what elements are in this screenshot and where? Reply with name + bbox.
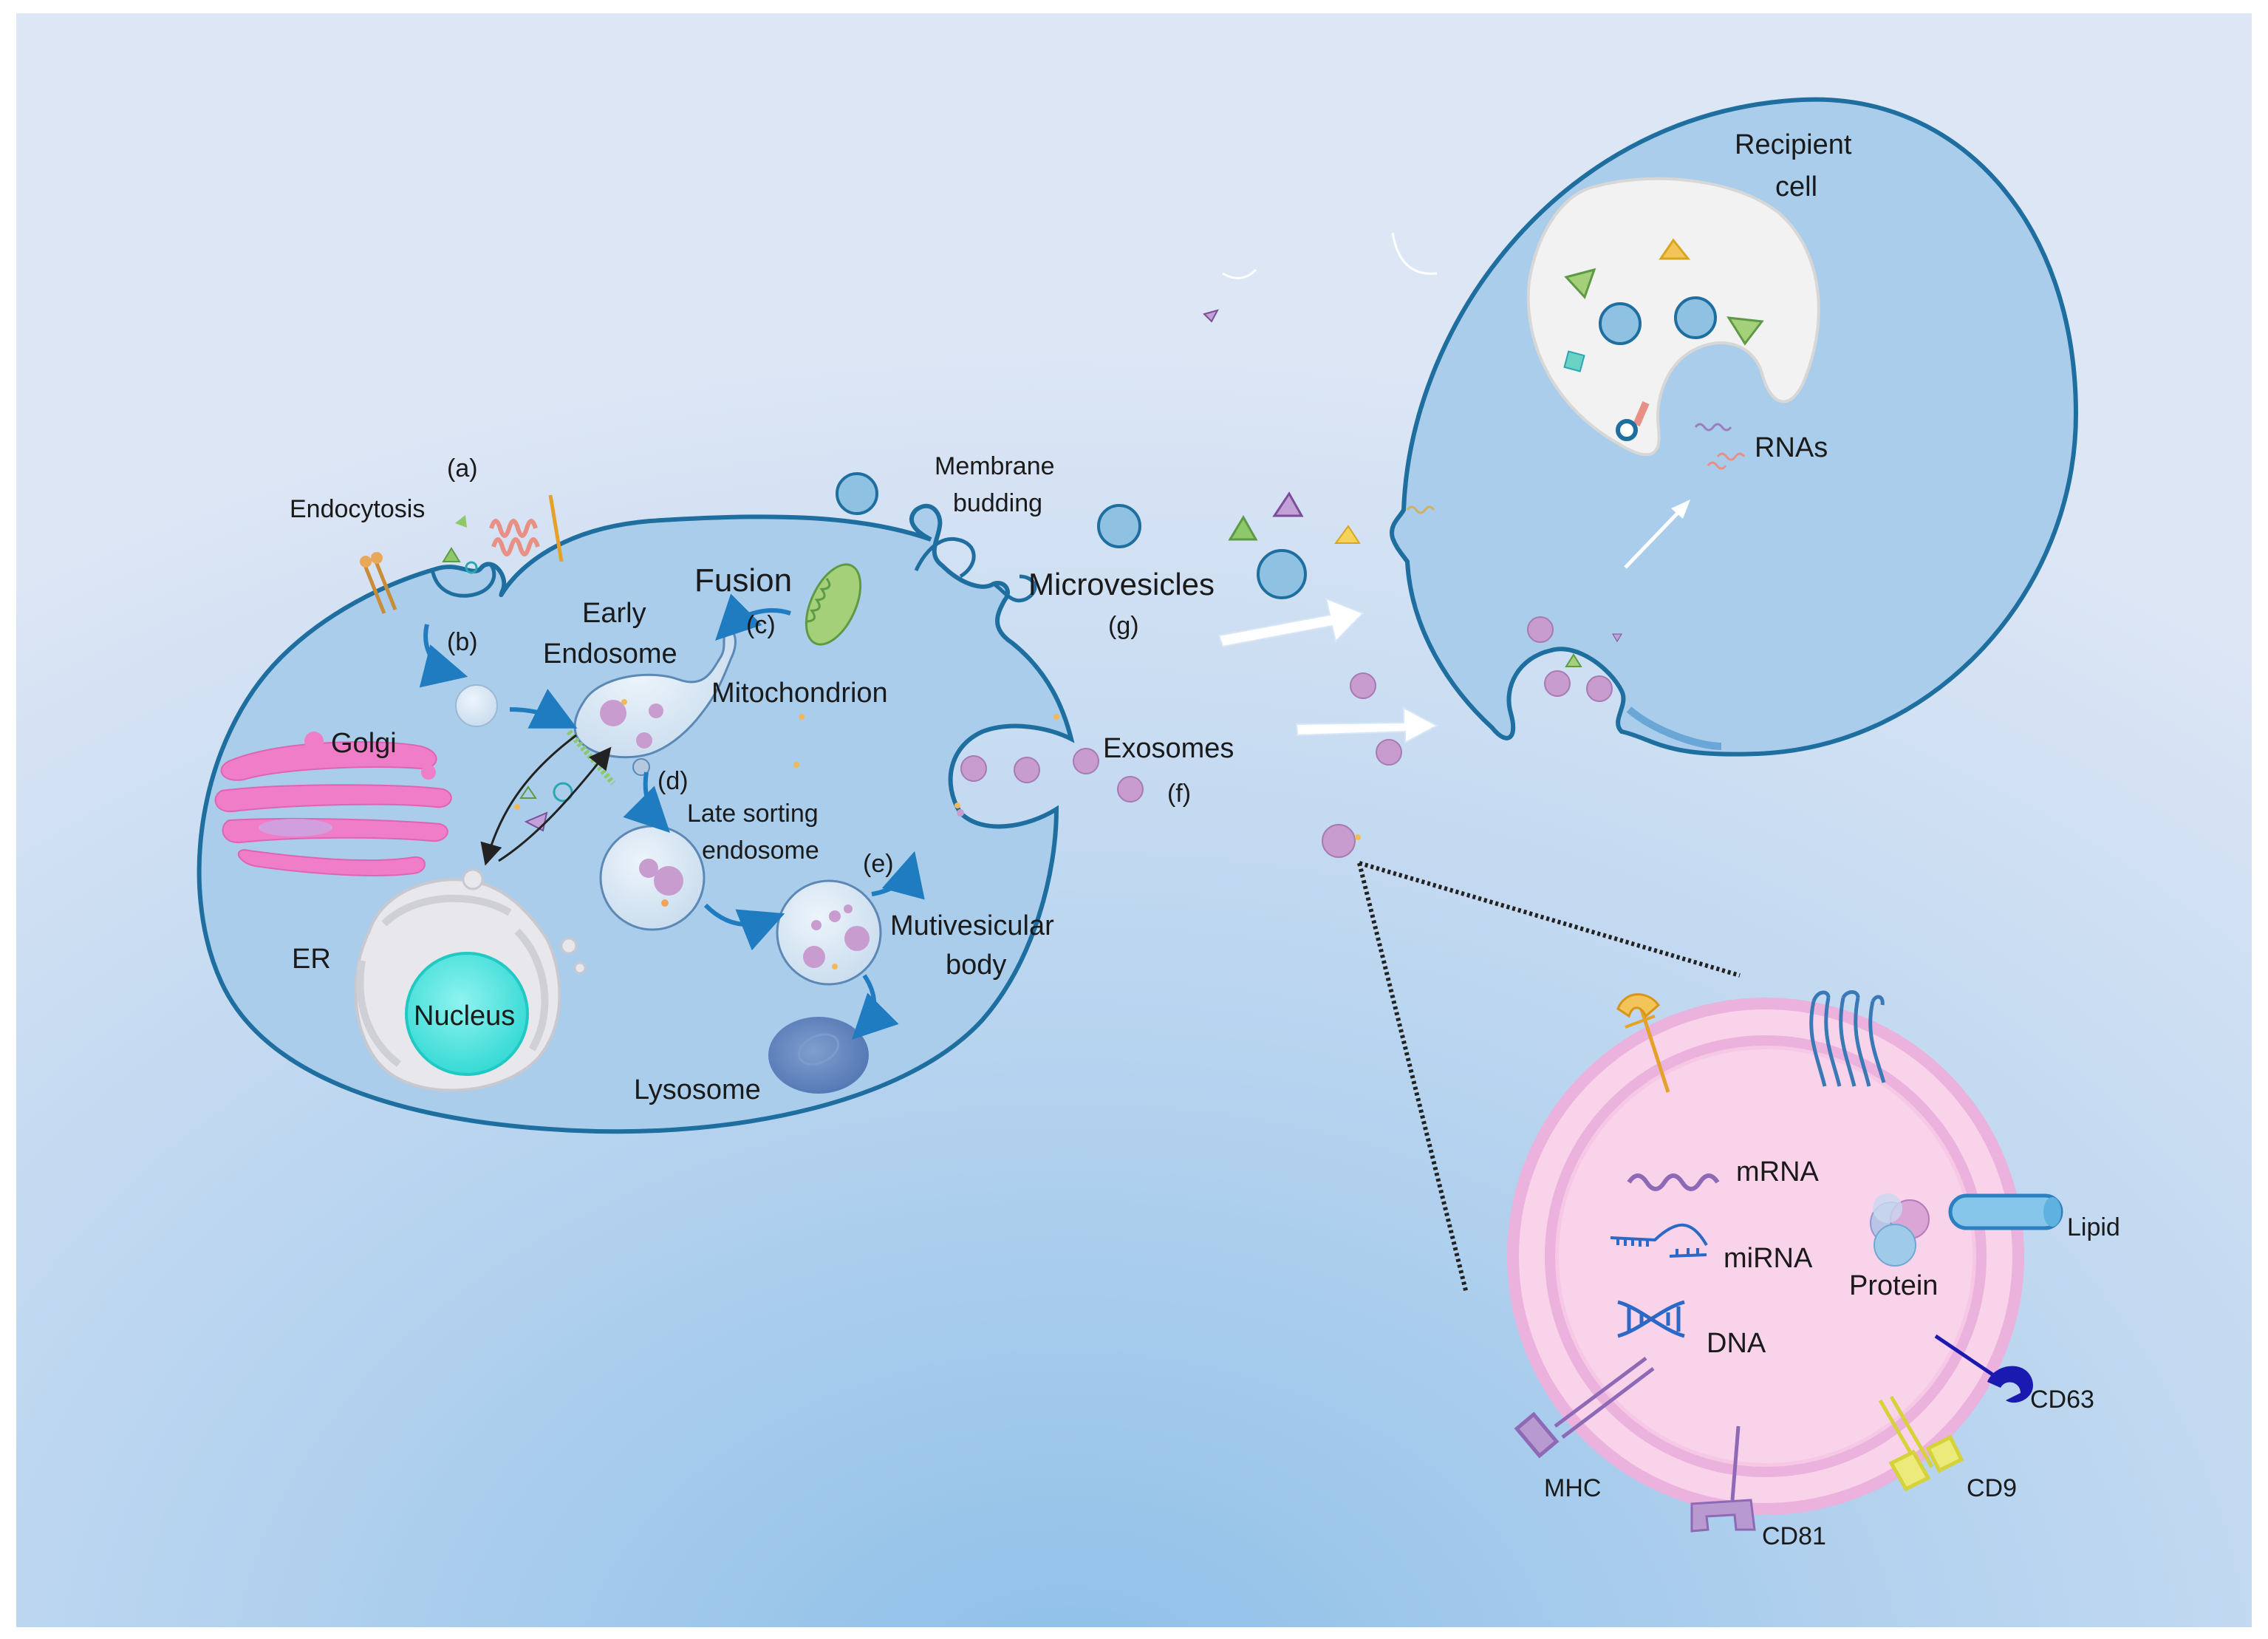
label-step-b: (b) <box>447 628 478 656</box>
endocytosis-pit <box>360 494 564 614</box>
transmembrane-receptor-icon <box>1809 990 1886 1087</box>
early-endosome <box>573 630 737 776</box>
late-sorting-endosome <box>599 825 706 931</box>
exosome-release-pocket <box>954 748 1144 817</box>
label-step-f: (f) <box>1167 780 1191 808</box>
label-lysosome: Lysosome <box>634 1074 761 1105</box>
golgi-apparatus <box>214 732 452 876</box>
label-step-a: (a) <box>447 454 478 483</box>
label-fusion: Fusion <box>694 562 792 599</box>
label-mvb-line2: body <box>946 950 1006 981</box>
label-endocytosis: Endocytosis <box>290 495 425 523</box>
cd9-icon <box>1878 1395 1964 1492</box>
label-lipid: Lipid <box>2067 1213 2120 1241</box>
er-golgi-arrows <box>480 734 612 866</box>
label-mvb-line1: Mutivesicular <box>890 910 1054 941</box>
label-dna: DNA <box>1707 1328 1766 1359</box>
label-early-endosome-line2: Endosome <box>543 638 677 669</box>
label-er: ER <box>292 944 331 975</box>
recipient-cell <box>1390 97 2079 757</box>
transfer-arrows <box>1217 597 1439 744</box>
label-nucleus: Nucleus <box>414 1001 515 1032</box>
label-membrane-budding-line1: Membrane <box>935 452 1055 480</box>
label-cd63: CD63 <box>2030 1386 2094 1414</box>
cargo-particles <box>514 699 1059 970</box>
mhc-icon <box>1514 1356 1655 1459</box>
label-recipient-line1: Recipient <box>1735 129 1852 160</box>
label-membrane-budding-line2: budding <box>953 489 1042 517</box>
label-mitochondrion: Mitochondrion <box>711 678 888 709</box>
label-late-sorting-line2: endosome <box>702 836 819 865</box>
label-rnas: RNAs <box>1755 432 1828 463</box>
label-step-e: (e) <box>863 850 894 878</box>
label-mrna: mRNA <box>1736 1156 1820 1187</box>
nucleus <box>405 952 529 1076</box>
mirna-icon <box>1610 1223 1708 1258</box>
label-exosomes: Exosomes <box>1103 733 1234 764</box>
mitochondrion <box>805 563 862 646</box>
exosome-zoom-guides <box>1357 861 1741 1294</box>
protein-icon <box>1870 1193 1930 1267</box>
label-mhc: MHC <box>1544 1474 1601 1502</box>
receptor-icon <box>360 552 397 614</box>
multivesicular-body <box>776 879 882 986</box>
transport-vesicle <box>455 684 498 727</box>
vesicle-icon <box>553 782 573 803</box>
label-step-g: (g) <box>1108 612 1139 640</box>
exosome-cross-section <box>1507 990 2063 1533</box>
cd63-icon <box>1934 1334 2033 1403</box>
label-early-endosome-line1: Early <box>582 598 646 629</box>
label-cd9: CD9 <box>1967 1474 2017 1502</box>
label-step-c: (c) <box>746 611 776 639</box>
ligand-receptor-icon <box>1616 993 1670 1093</box>
label-microvesicles: Microvesicles <box>1028 567 1215 602</box>
label-mirna: miRNA <box>1724 1243 1813 1274</box>
label-recipient-line2: cell <box>1775 171 1817 202</box>
antigen-icon <box>519 786 537 799</box>
membrane-budding <box>836 472 1037 602</box>
label-golgi: Golgi <box>331 728 397 759</box>
budding-vesicle <box>836 472 878 515</box>
clathrin-coat-icon <box>566 729 616 786</box>
pathway-arrows <box>419 593 925 1040</box>
transmembrane-protein-icon <box>548 494 564 562</box>
label-protein: Protein <box>1849 1270 1938 1301</box>
microvesicles <box>1097 232 1438 599</box>
label-late-sorting-line1: Late sorting <box>687 800 819 828</box>
exosomes-in-flight <box>1322 672 1402 858</box>
gpcr-receptor-icon <box>489 519 540 556</box>
labels: (a) Endocytosis (b) Golgi ER Nucleus Ear… <box>290 129 2120 1550</box>
lysosome <box>768 1017 869 1094</box>
lipid-icon <box>1948 1193 2063 1230</box>
mrna-icon <box>1627 1173 1720 1191</box>
dna-icon <box>1617 1300 1685 1338</box>
label-cd81: CD81 <box>1762 1522 1826 1550</box>
cd81-icon <box>1690 1425 1756 1533</box>
label-step-d: (d) <box>657 767 689 795</box>
